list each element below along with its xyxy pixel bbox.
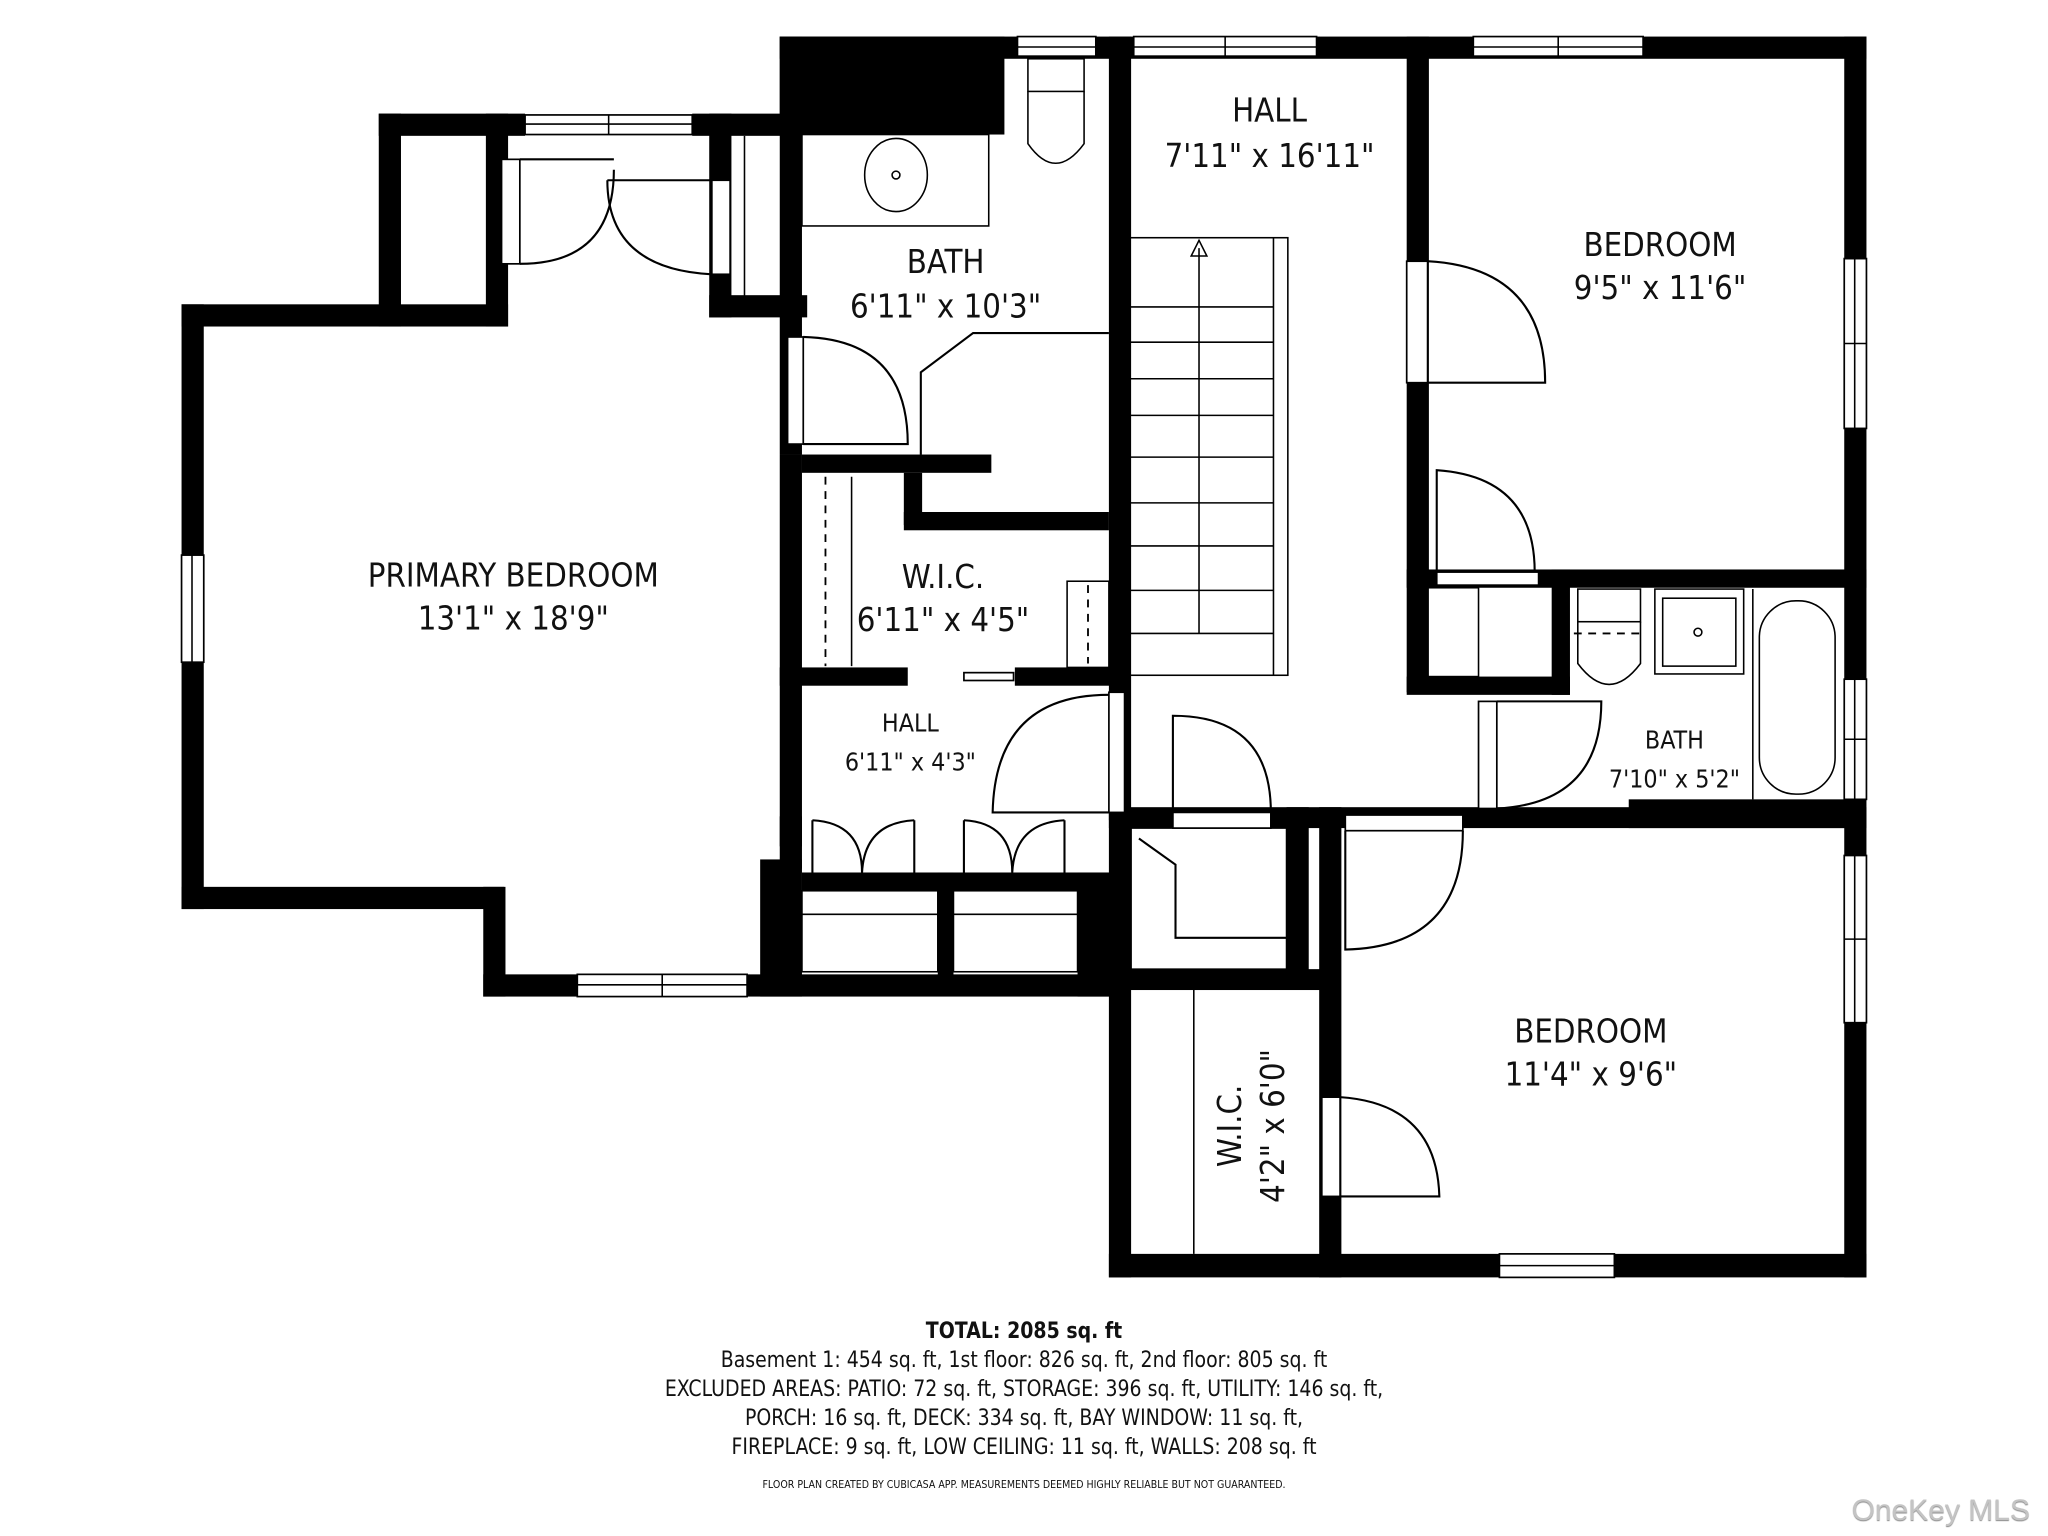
room-size-wic-primary: 6'11" x 4'5"	[857, 601, 1030, 639]
room-name-bath-small: BATH	[1645, 725, 1704, 754]
watermark-logo: OneKey MLS	[1851, 1494, 2030, 1527]
room-size-wic-se: 4'2" x 6'0"	[1254, 1049, 1292, 1203]
room-size-bedroom-ne: 9'5" x 11'6"	[1574, 269, 1747, 307]
floor-areas: Basement 1: 454 sq. ft, 1st floor: 826 s…	[720, 1348, 1328, 1373]
room-name-bath-main: BATH	[907, 243, 985, 281]
windows	[180, 35, 1868, 1279]
room-name-bedroom-se: BEDROOM	[1514, 1012, 1667, 1050]
fixtures	[500, 57, 1836, 1254]
room-name-hall-small: HALL	[882, 708, 939, 737]
excluded-areas-line-1: EXCLUDED AREAS: PATIO: 72 sq. ft, STORAG…	[664, 1377, 1384, 1402]
room-size-bath-main: 6'11" x 10'3"	[850, 287, 1041, 325]
room-size-hall-main: 7'11" x 16'11"	[1165, 137, 1375, 175]
room-size-bedroom-se: 11'4" x 9'6"	[1505, 1055, 1678, 1093]
room-size-bath-small: 7'10" x 5'2"	[1609, 765, 1740, 794]
total-area: TOTAL: 2085 sq. ft	[925, 1319, 1123, 1344]
room-name-primary-bedroom: PRIMARY BEDROOM	[368, 556, 659, 594]
area-summary: TOTAL: 2085 sq. ft Basement 1: 454 sq. f…	[0, 1318, 2048, 1491]
excluded-areas-line-2: PORCH: 16 sq. ft, DECK: 334 sq. ft, BAY …	[744, 1406, 1304, 1431]
room-name-hall-main: HALL	[1232, 91, 1308, 129]
room-name-bedroom-ne: BEDROOM	[1583, 226, 1736, 264]
excluded-areas-line-3: FIREPLACE: 9 sq. ft, LOW CEILING: 11 sq.…	[731, 1435, 1317, 1460]
credit-disclaimer: FLOOR PLAN CREATED BY CUBICASA APP. MEAS…	[762, 1478, 1286, 1491]
room-size-primary-bedroom: 13'1" x 18'9"	[418, 600, 609, 638]
room-size-hall-small: 6'11" x 4'3"	[845, 748, 976, 777]
room-labels: PRIMARY BEDROOM 13'1" x 18'9" BATH 6'11"…	[368, 91, 1747, 1202]
room-name-wic-primary: W.I.C.	[902, 558, 984, 596]
room-name-wic-se: W.I.C.	[1211, 1085, 1249, 1167]
